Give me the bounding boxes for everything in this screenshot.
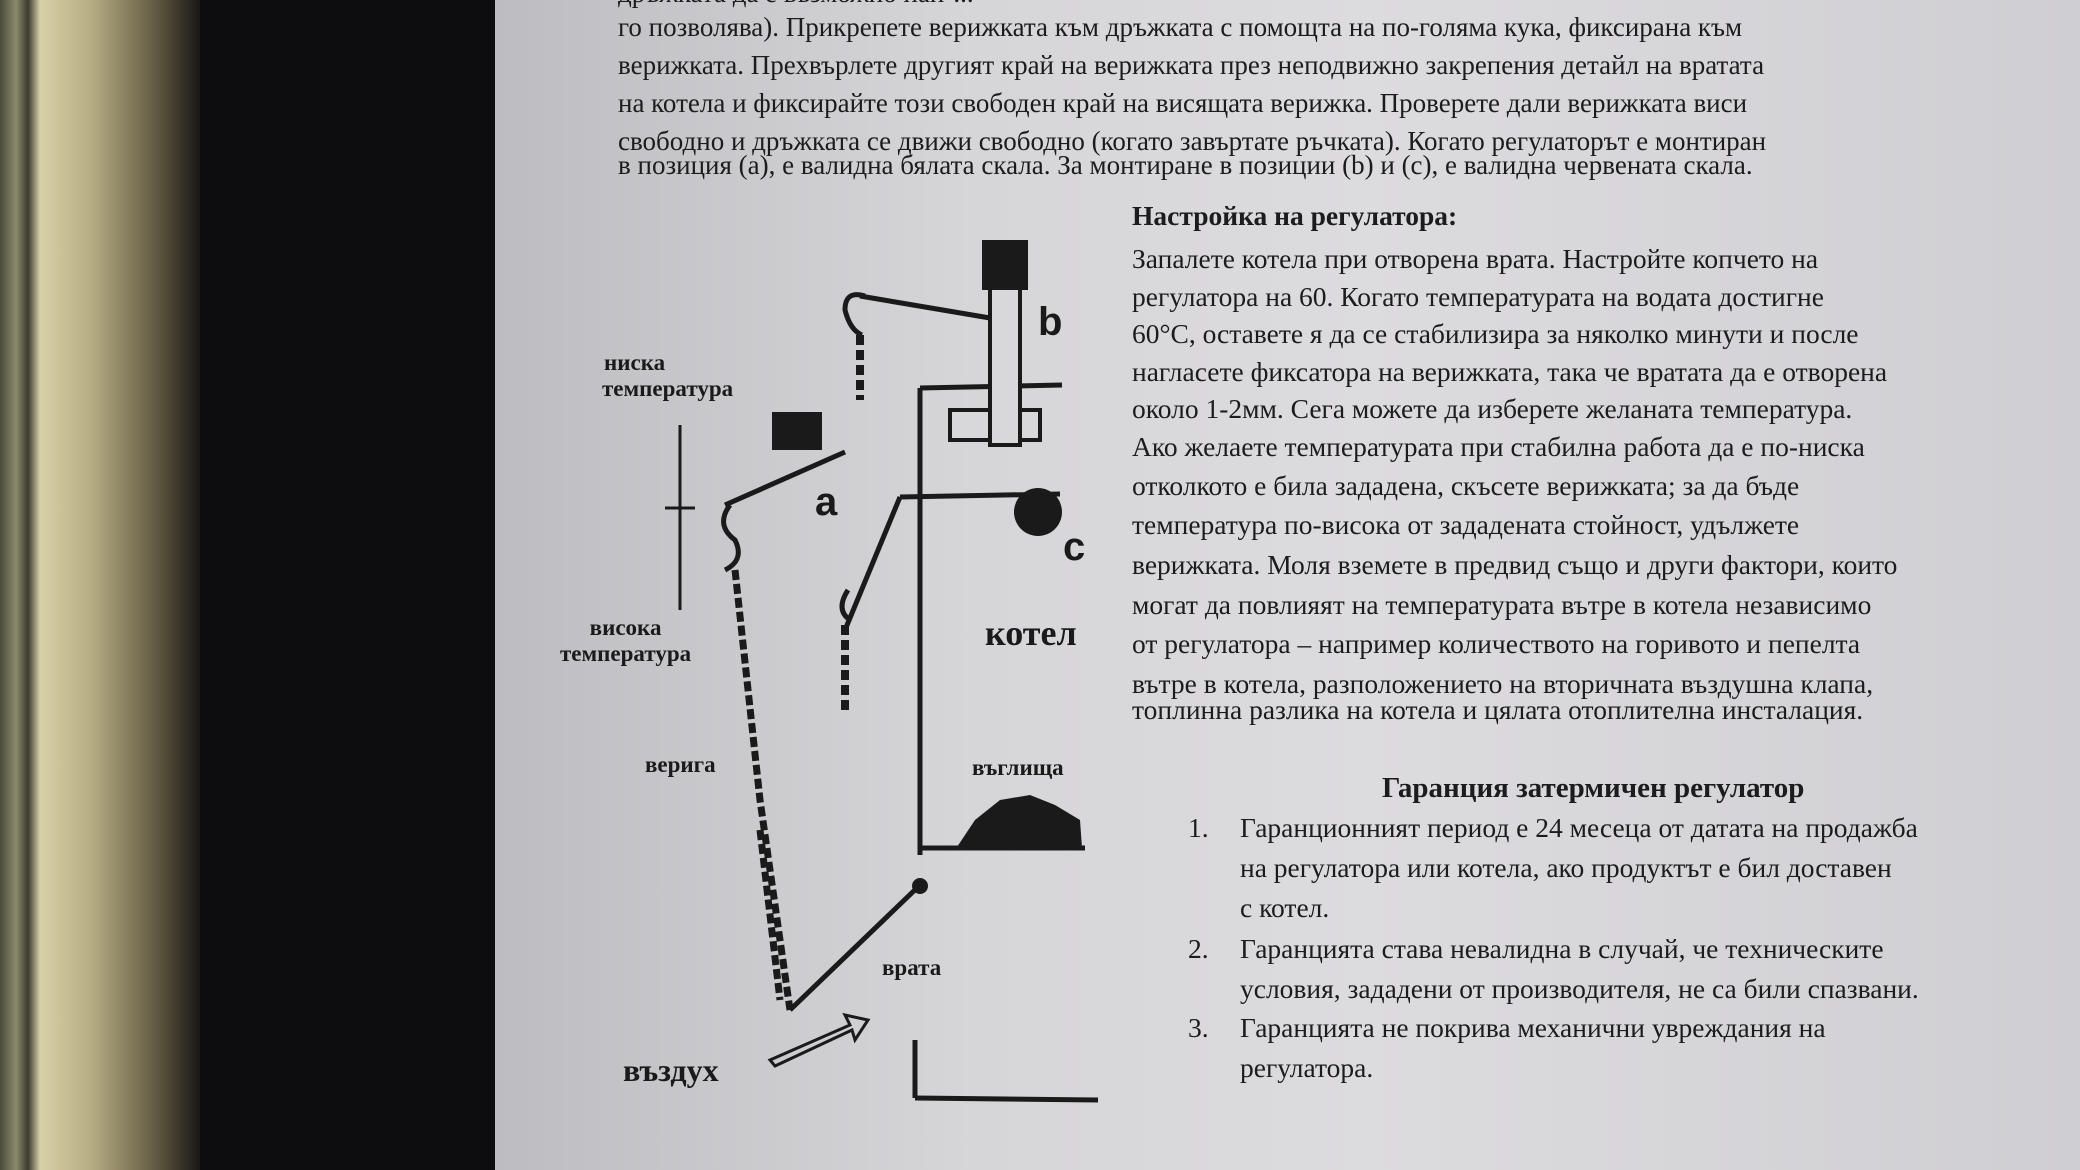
text-line: на регулатора или котела, ако продуктът … (1240, 852, 1892, 883)
dark-background (200, 0, 500, 1170)
coal-pile (955, 795, 1082, 850)
door-label: врата (882, 955, 942, 980)
text-line: 60°C, оставете я да се стабилизира за ня… (1132, 318, 1859, 349)
text-line: Запалете котела при отворена врата. Наст… (1132, 243, 1819, 274)
list-number: 3. (1188, 1012, 1209, 1043)
text-line: го позволява). Прикрепете верижката към … (618, 12, 1743, 42)
text-line: Гаранцията става невалидна в случай, че … (1240, 933, 1884, 964)
text-line: верижката. Моля вземете в предвид също и… (1132, 549, 1898, 580)
text-line: на котела и фиксирайте този свободен кра… (618, 88, 1748, 118)
door (788, 883, 922, 1012)
text-line: от регулатора – например количеството на… (1132, 628, 1861, 659)
coal-label: въглища (972, 755, 1064, 780)
weight-c (1014, 488, 1062, 536)
text-line: регулатора. (1240, 1052, 1374, 1083)
setup-heading: Настройка на регулатора: (1132, 200, 1458, 231)
text-line: топлинна разлика на котела и цялата отоп… (1132, 694, 1864, 725)
text-line: температура по-висока от зададената стой… (1132, 509, 1800, 540)
weight-b (982, 240, 1028, 290)
text-line: регулатора на 60. Когато температурата н… (1132, 281, 1824, 312)
position-a-label: a (815, 480, 838, 524)
text-line: верижката. Прехвърлете другият край на в… (618, 50, 1765, 80)
text-line: Гаранцията не покрива механични увреждан… (1240, 1012, 1826, 1043)
text-line: Гаранционният период е 24 месеца от дата… (1240, 812, 1918, 843)
list-number: 2. (1188, 933, 1209, 964)
text-line: могат да повлияят на температурата вътре… (1132, 589, 1872, 620)
text-line: вътре в котела, разположението на вторич… (1132, 668, 1874, 699)
text-line: с котел. (1240, 892, 1330, 923)
position-c-label: c (1063, 525, 1086, 569)
weight-a (772, 412, 822, 450)
text-line: Ако желаете температурата при стабилна р… (1132, 431, 1865, 462)
lever-a (723, 449, 847, 508)
text-line: отколкото е била зададена, скъсете вериж… (1132, 470, 1800, 501)
text-line: условия, зададени от производителя, не с… (1240, 973, 1919, 1004)
lever-b (859, 293, 991, 321)
list-number: 1. (1188, 812, 1209, 843)
chain-label: верига (645, 752, 716, 777)
text-line: около 1-2мм. Сега можете да изберете жел… (1132, 393, 1853, 424)
boiler-label: котел (985, 613, 1077, 653)
text-line: нагласете фиксатора на верижката, така ч… (1132, 356, 1888, 387)
instruction-sheet (495, 0, 2080, 1170)
text-line: дръжката да е възможно най-... (618, 0, 974, 9)
air-label: въздух (623, 1052, 719, 1088)
book-edge (0, 0, 200, 1170)
position-b-label: b (1038, 300, 1063, 344)
text-line: свободно и дръжката се движи свободно (к… (618, 126, 1767, 156)
text-line: в позиция (а), е валидна бялата скала. З… (618, 150, 1753, 180)
warranty-heading: Гаранция затермичен регулатор (1382, 772, 1805, 804)
